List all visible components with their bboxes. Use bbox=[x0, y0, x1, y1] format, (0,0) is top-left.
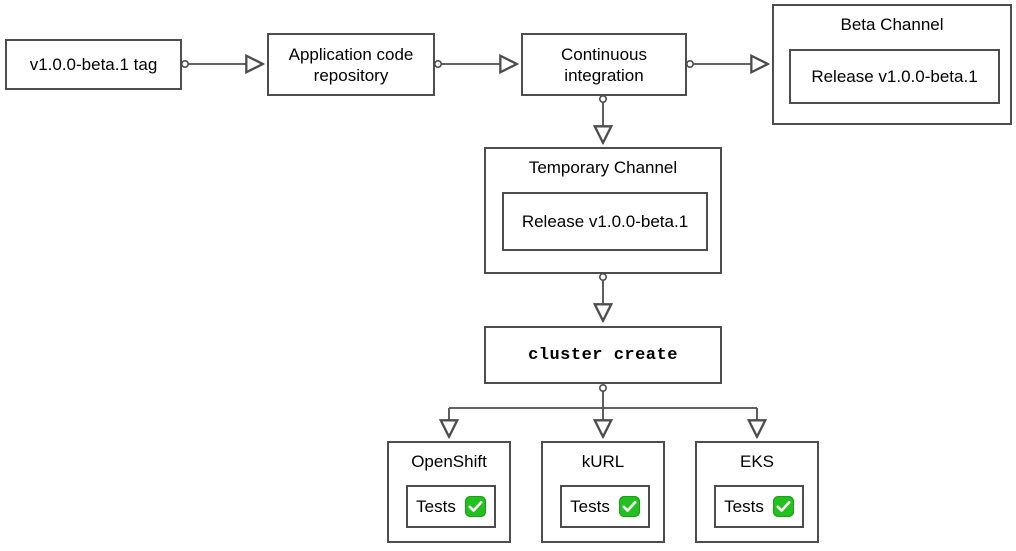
node-kurl-tests[interactable]: Tests bbox=[560, 485, 650, 528]
node-eks-tests-label: Tests bbox=[724, 497, 764, 516]
node-version-tag-label: v1.0.0-beta.1 tag bbox=[29, 55, 158, 74]
edge-temporary-channel-to-cluster-create bbox=[600, 272, 606, 320]
node-openshift-title: OpenShift bbox=[411, 452, 487, 471]
node-openshift-tests[interactable]: Tests bbox=[406, 485, 496, 528]
node-temporary-channel-title: Temporary Channel bbox=[528, 158, 678, 177]
edge-ci-to-beta-channel bbox=[685, 61, 767, 67]
green-check-icon bbox=[464, 496, 486, 517]
node-application-code-repository-label: Application code repository bbox=[288, 44, 414, 85]
node-cluster-create[interactable]: cluster create bbox=[484, 326, 722, 384]
node-temporary-channel-release[interactable]: Release v1.0.0-beta.1 bbox=[502, 192, 708, 251]
node-temporary-channel[interactable]: Temporary Channel Release v1.0.0-beta.1 bbox=[484, 147, 722, 274]
node-cluster-create-label: cluster create bbox=[528, 345, 678, 365]
node-eks-tests[interactable]: Tests bbox=[714, 485, 804, 528]
node-beta-channel-release[interactable]: Release v1.0.0-beta.1 bbox=[789, 49, 1000, 104]
node-beta-channel[interactable]: Beta Channel Release v1.0.0-beta.1 bbox=[772, 4, 1012, 125]
node-kurl-title: kURL bbox=[581, 452, 625, 471]
node-beta-channel-title: Beta Channel bbox=[840, 15, 944, 34]
node-openshift-tests-label: Tests bbox=[416, 497, 456, 516]
edge-ci-to-temporary-channel bbox=[600, 95, 606, 142]
node-eks-title: EKS bbox=[739, 452, 775, 471]
node-version-tag[interactable]: v1.0.0-beta.1 tag bbox=[5, 39, 182, 90]
node-kurl[interactable]: kURL Tests bbox=[541, 441, 665, 543]
node-application-code-repository[interactable]: Application code repository bbox=[267, 33, 435, 96]
node-eks[interactable]: EKS Tests bbox=[695, 441, 819, 543]
node-temporary-channel-release-label: Release v1.0.0-beta.1 bbox=[521, 212, 689, 231]
node-continuous-integration[interactable]: Continuous integration bbox=[521, 33, 687, 96]
edge-cluster-create-to-targets bbox=[449, 383, 757, 436]
edge-tag-to-repo bbox=[181, 61, 262, 67]
node-kurl-tests-label: Tests bbox=[570, 497, 610, 516]
node-continuous-integration-label: Continuous integration bbox=[560, 44, 647, 85]
node-beta-channel-release-label: Release v1.0.0-beta.1 bbox=[811, 67, 978, 86]
edge-repo-to-ci bbox=[433, 61, 516, 67]
green-check-icon bbox=[772, 496, 794, 517]
node-openshift[interactable]: OpenShift Tests bbox=[387, 441, 511, 543]
green-check-icon bbox=[618, 496, 640, 517]
